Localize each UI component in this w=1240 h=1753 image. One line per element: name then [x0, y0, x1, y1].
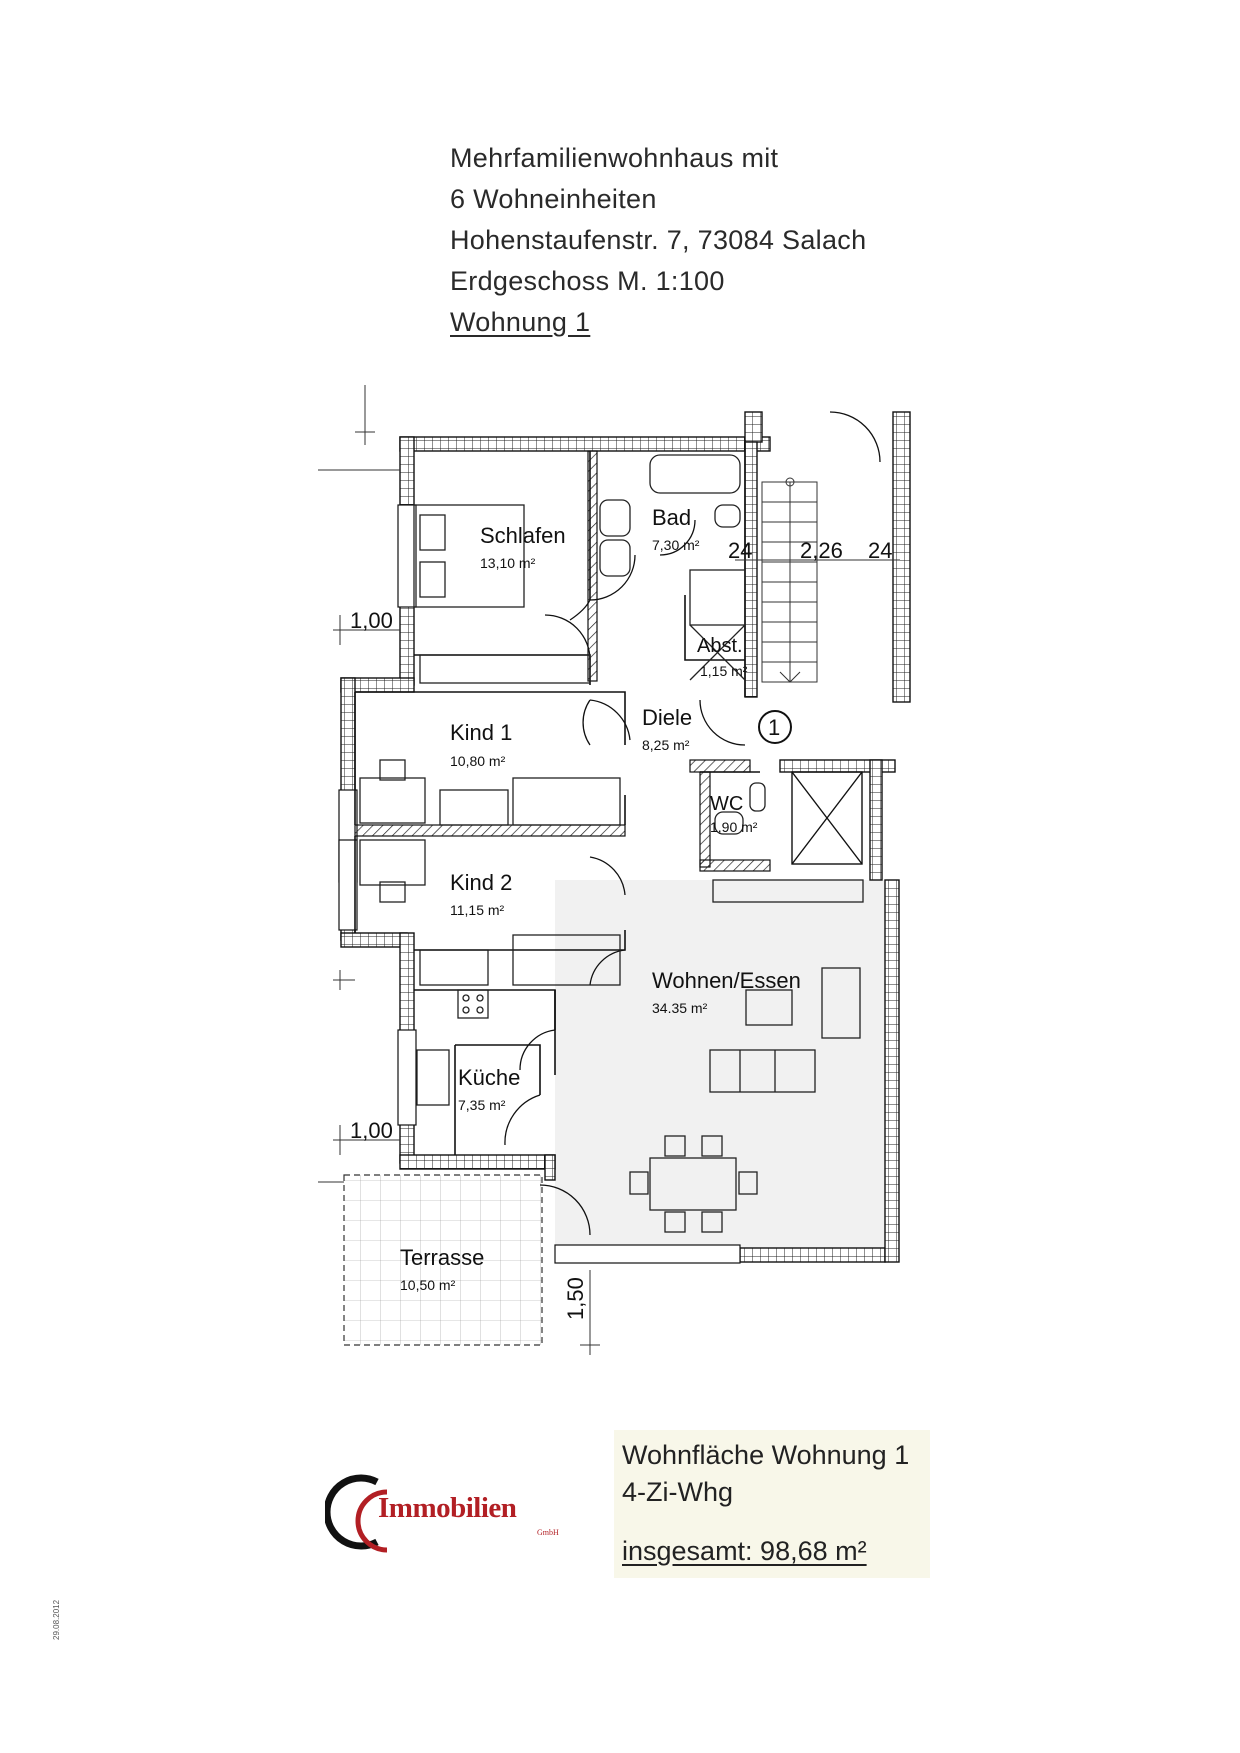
- header-units: 6 Wohneinheiten: [450, 184, 657, 214]
- room-kind2-area: 11,15 m²: [450, 902, 505, 918]
- room-schlafen-name: Schlafen: [480, 523, 566, 548]
- dim-stair-left: 24: [728, 538, 752, 563]
- room-kueche-area: 7,35 m²: [458, 1097, 506, 1113]
- room-kind1-area: 10,80 m²: [450, 753, 506, 769]
- bed-schlafen: [413, 504, 525, 608]
- summary-title: Wohnfläche Wohnung 1: [622, 1440, 910, 1470]
- living-floor: [555, 880, 885, 1260]
- floor-areas: [343, 880, 885, 1346]
- entrance-marker: 1: [758, 710, 792, 744]
- room-labels: Schlafen 13,10 m² Bad 7,30 m² Abst. 1,15…: [400, 505, 801, 1293]
- room-kind1-name: Kind 1: [450, 720, 512, 745]
- room-schlafen-area: 13,10 m²: [480, 555, 536, 571]
- header-floor-scale: Erdgeschoss M. 1:100: [450, 266, 725, 296]
- room-wc-area: 1,90 m²: [710, 819, 758, 835]
- header-building: Mehrfamilienwohnhaus mit: [450, 143, 779, 173]
- company-logo: Immobilien GmbH: [325, 1470, 565, 1560]
- svg-text:1: 1: [768, 715, 780, 740]
- room-terrasse-area: 10,50 m²: [400, 1277, 456, 1293]
- elevator-shaft: [791, 771, 863, 865]
- dim-terrace-depth: 1,50: [563, 1277, 588, 1320]
- plan-header: Mehrfamilienwohnhaus mit 6 Wohneinheiten…: [450, 138, 866, 343]
- room-kueche-name: Küche: [458, 1065, 520, 1090]
- room-wc-name: WC: [710, 793, 743, 815]
- dim-stair-right: 24: [868, 538, 892, 563]
- date-stamp: 29.08.2012: [52, 1599, 61, 1640]
- dim-stair-width: 2,26: [800, 538, 843, 563]
- room-abst-area: 1,15 m²: [700, 663, 748, 679]
- room-wohnen-name: Wohnen/Essen: [652, 968, 801, 993]
- summary-total: insgesamt: 98,68 m²: [622, 1536, 867, 1566]
- room-bad-name: Bad: [652, 505, 691, 530]
- dimension-labels: 1,00 1,00 1,50 24 2,26 24: [350, 538, 892, 1320]
- windows: [338, 504, 741, 1264]
- furniture: [359, 454, 864, 1233]
- dim-left-lower: 1,00: [350, 1118, 393, 1143]
- room-kind2-name: Kind 2: [450, 870, 512, 895]
- room-diele-name: Diele: [642, 705, 692, 730]
- sofa: [709, 1049, 816, 1093]
- room-bad-area: 7,30 m²: [652, 537, 700, 553]
- staircase: [761, 477, 818, 683]
- room-abst-name: Abst.: [697, 635, 743, 657]
- logo-text: Immobilien: [378, 1492, 517, 1524]
- cc-logo-mark: [325, 1474, 388, 1553]
- logo-sub: GmbH: [537, 1528, 559, 1537]
- area-summary: Wohnfläche Wohnung 1 4-Zi-Whg insgesamt:…: [614, 1430, 930, 1578]
- summary-type: 4-Zi-Whg: [622, 1477, 734, 1507]
- room-terrasse-name: Terrasse: [400, 1245, 484, 1270]
- dimension-lines: [318, 385, 900, 1355]
- room-wohnen-area: 34.35 m²: [652, 1000, 708, 1016]
- terrace-floor: [343, 1174, 543, 1346]
- room-diele-area: 8,25 m²: [642, 737, 690, 753]
- header-address: Hohenstaufenstr. 7, 73084 Salach: [450, 225, 867, 255]
- doors: [504, 411, 881, 1236]
- dining-table: [649, 1157, 737, 1211]
- interior-walls: [354, 450, 771, 872]
- stove: [457, 989, 489, 1019]
- dim-left-upper: 1,00: [350, 608, 393, 633]
- header-apartment: Wohnung 1: [450, 307, 591, 337]
- bathtub: [649, 454, 741, 494]
